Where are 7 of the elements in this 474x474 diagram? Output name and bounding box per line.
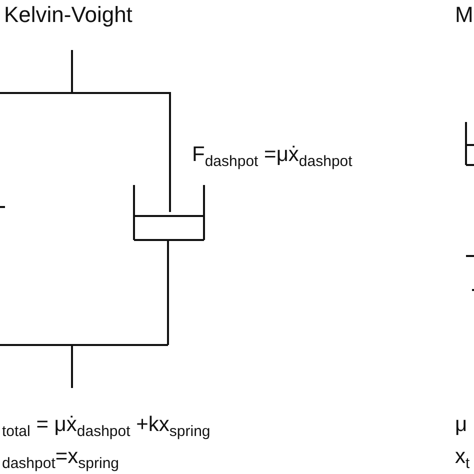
formula: μ bbox=[455, 412, 468, 438]
formula: $_{total}$ = μẋ$_{dashpot}$ +kx$_{spring}$ bbox=[2, 412, 210, 438]
title: Kelvin-Voight bbox=[4, 2, 132, 28]
formula: x$_{t}$ bbox=[455, 444, 470, 470]
title: M bbox=[455, 2, 474, 28]
formula: $_{dashpot}$=x$_{spring}$ bbox=[2, 444, 120, 470]
formula: F$_{dashpot}$ =μẋ$_{dashpot}$ bbox=[192, 142, 352, 168]
